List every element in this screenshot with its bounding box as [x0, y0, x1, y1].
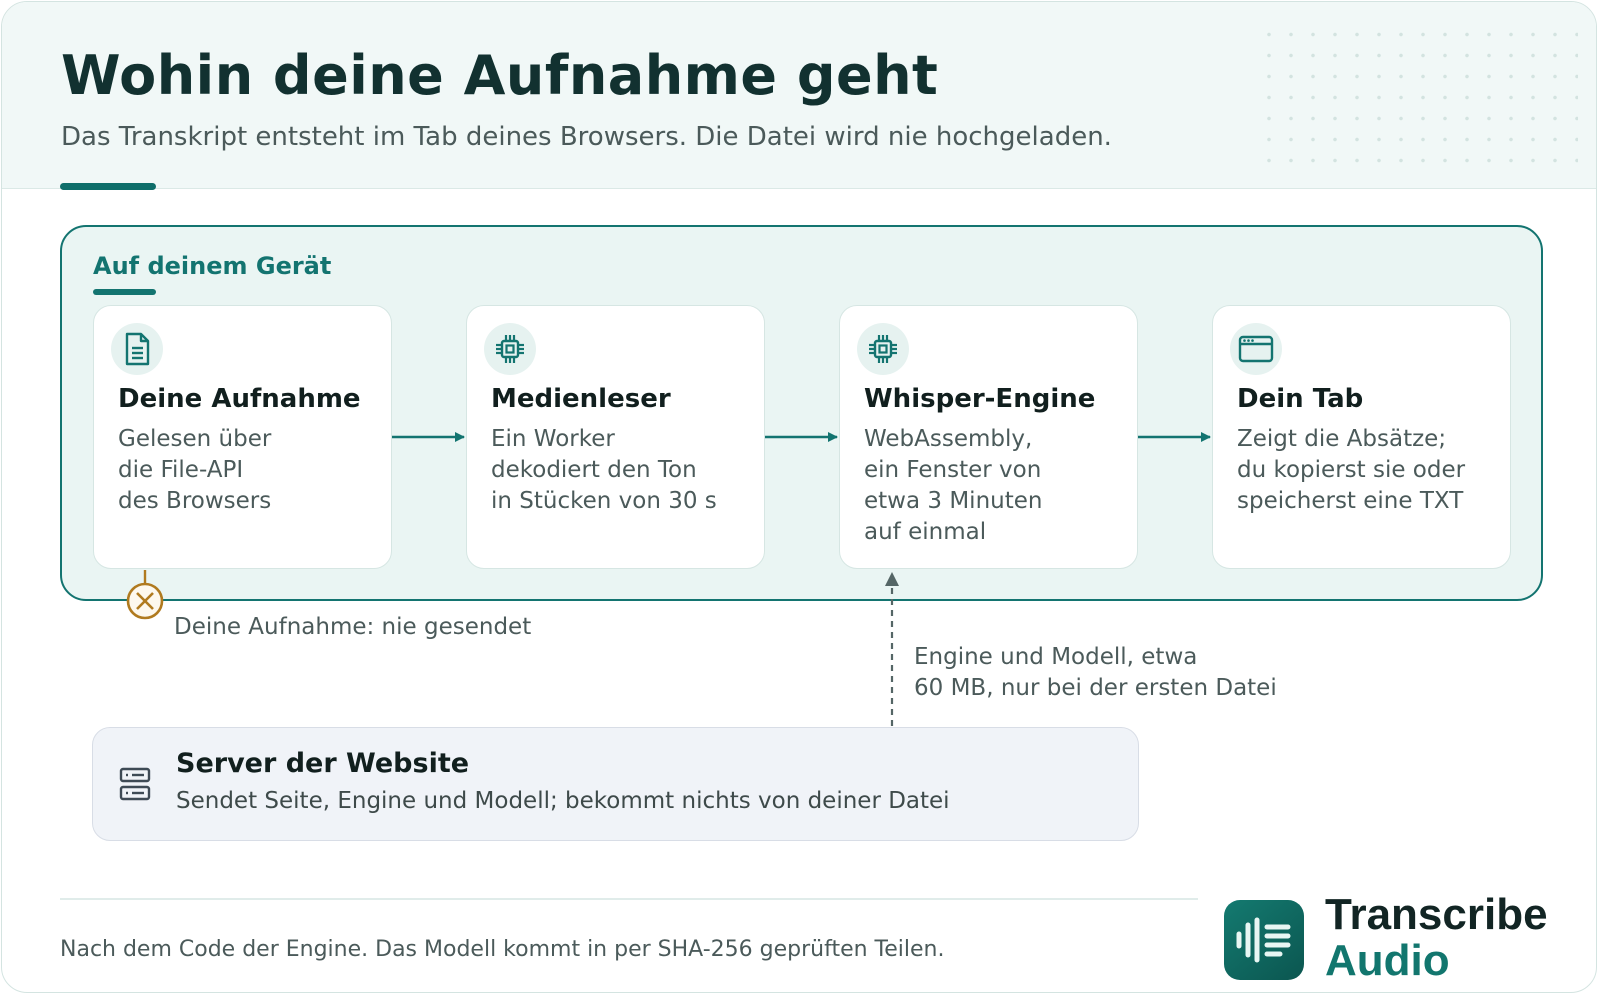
step-card-your-tab: Dein Tab Zeigt die Absätze; du kopierst …	[1212, 305, 1511, 569]
footer-note: Nach dem Code der Engine. Das Modell kom…	[60, 937, 945, 962]
brand-logo-icon	[1224, 900, 1304, 980]
server-description: Sendet Seite, Engine und Modell; bekommt…	[176, 788, 950, 814]
device-zone-label: Auf deinem Gerät	[93, 252, 332, 280]
step-card-recording: Deine Aufnahme Gelesen über die File-API…	[93, 305, 392, 569]
step-title: Deine Aufnahme	[118, 384, 361, 414]
step-description: WebAssembly, ein Fenster von etwa 3 Minu…	[864, 426, 1043, 545]
brand-name-line2: Audio	[1325, 936, 1450, 985]
chip-icon	[484, 323, 536, 375]
brand-name: Transcribe Audio	[1325, 892, 1548, 984]
step-title: Dein Tab	[1237, 384, 1364, 414]
download-arrow	[885, 572, 899, 726]
server-icon	[119, 767, 151, 805]
document-icon	[111, 323, 163, 375]
title-accent-bar	[60, 183, 156, 190]
browser-window-icon	[1230, 323, 1282, 375]
download-note: Engine und Modell, etwa 60 MB, nur bei d…	[914, 644, 1277, 701]
step-title: Medienleser	[491, 384, 671, 414]
step-title: Whisper-Engine	[864, 384, 1096, 414]
never-sent-note: Deine Aufnahme: nie gesendet	[174, 614, 532, 640]
header-band: Wohin deine Aufnahme geht Das Transkript…	[2, 2, 1596, 189]
server-title: Server der Website	[176, 748, 470, 779]
step-description: Zeigt die Absätze; du kopierst sie oder …	[1237, 426, 1466, 514]
footer-divider	[60, 898, 1198, 900]
step-card-whisper-engine: Whisper-Engine WebAssembly, ein Fenster …	[839, 305, 1138, 569]
step-description: Ein Worker dekodiert den Ton in Stücken …	[491, 426, 717, 514]
step-card-media-reader: Medienleser Ein Worker dekodiert den Ton…	[466, 305, 765, 569]
dot-pattern	[1258, 24, 1578, 164]
page-subtitle: Das Transkript entsteht im Tab deines Br…	[61, 122, 1112, 152]
step-description: Gelesen über die File-API des Browsers	[118, 426, 272, 514]
brand-name-line1: Transcribe	[1325, 890, 1548, 939]
server-box: Server der Website Sendet Seite, Engine …	[92, 727, 1139, 841]
page-title: Wohin deine Aufnahme geht	[61, 44, 939, 107]
blocked-icon	[126, 570, 164, 620]
chip-icon	[857, 323, 909, 375]
device-zone-underline	[93, 289, 156, 295]
